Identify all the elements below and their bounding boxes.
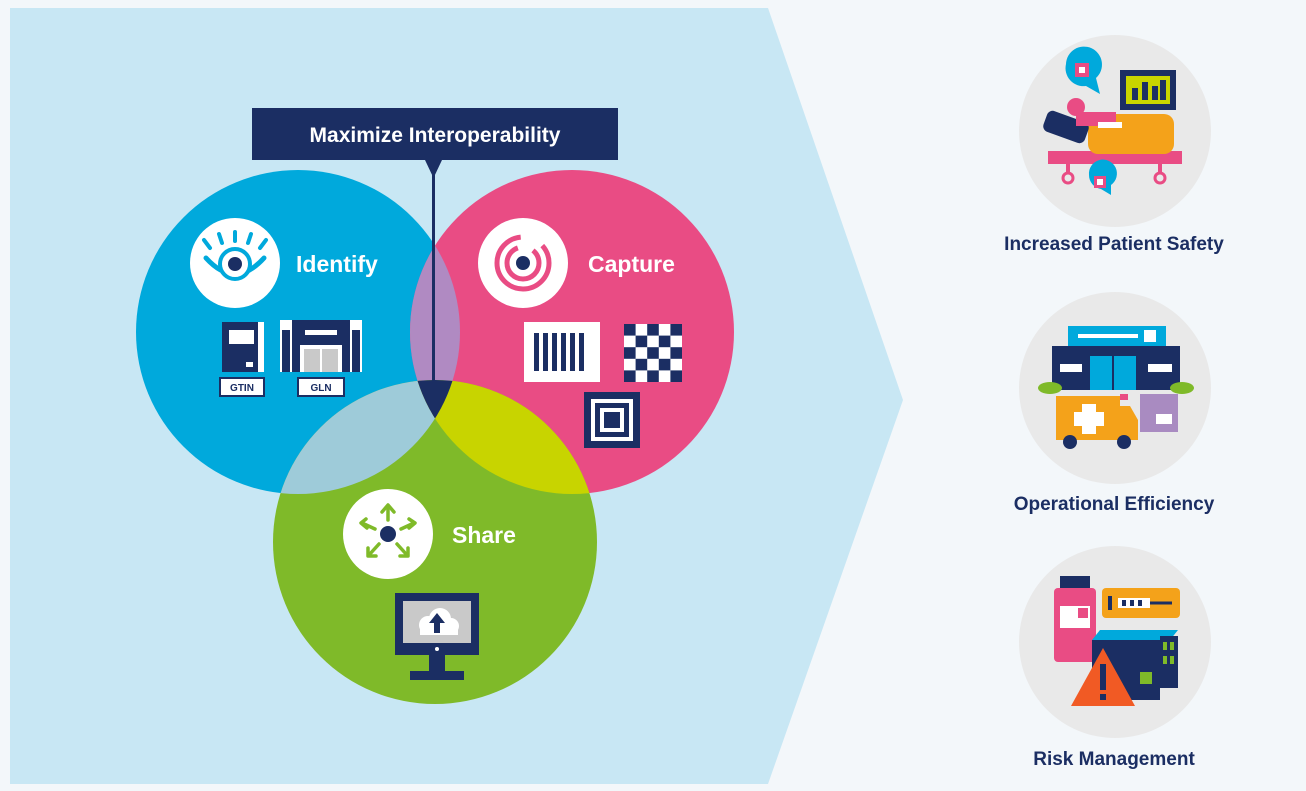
outcome-operational-efficiency: Operational Efficiency [1014, 292, 1215, 515]
identify-group: Identify GTIN GLN [190, 218, 378, 397]
rfid-tag-icon [584, 392, 640, 448]
ambulance-icon [1056, 394, 1138, 449]
hospital-building-icon [1038, 326, 1194, 394]
capture-label: Capture [588, 251, 675, 277]
warning-triangle-icon [1071, 648, 1135, 706]
target-scan-icon [494, 234, 552, 292]
cloud-monitor-icon [395, 593, 479, 680]
cloud-upload-icon [419, 608, 459, 635]
gln-label: GLN [310, 383, 331, 394]
linear-barcode-icon [524, 322, 600, 382]
eye-icon [202, 230, 268, 281]
product-package-icon [222, 322, 264, 372]
barcode-bubble-icon [1065, 46, 1102, 94]
share-label: Share [452, 522, 516, 548]
capture-share-overlap [410, 380, 597, 494]
gtin-badge [219, 377, 265, 397]
matrix-code-icon [624, 324, 682, 382]
gln-badge [297, 377, 345, 397]
identify-share-overlap [273, 380, 460, 494]
gtin-label: GTIN [230, 383, 254, 394]
outcome-label: Risk Management [1033, 749, 1195, 770]
share-center-dot [380, 526, 396, 542]
share-arrows-icon [359, 503, 417, 558]
outcome-label: Operational Efficiency [1014, 494, 1215, 515]
banner-pointer [425, 160, 442, 178]
health-monitor-icon [1120, 70, 1176, 110]
outcome-label: Increased Patient Safety [1004, 234, 1224, 255]
location-building-icon [280, 320, 362, 372]
supply-box-icon [1140, 394, 1178, 432]
outcome-risk-management: Risk Management [1019, 546, 1211, 770]
medicine-bottle-icon [1054, 576, 1096, 662]
banner-pointer-line [432, 150, 435, 388]
identify-label: Identify [296, 251, 378, 277]
hospital-bed-icon [1043, 98, 1182, 185]
outcome-patient-safety: Increased Patient Safety [1004, 35, 1224, 255]
capture-group: Capture [478, 218, 682, 448]
title-text: Maximize Interoperability [310, 124, 561, 147]
title-banner [252, 108, 618, 160]
share-group: Share [343, 489, 516, 680]
wristband-bubble-icon [1088, 159, 1117, 195]
syringe-label-icon [1102, 588, 1180, 618]
